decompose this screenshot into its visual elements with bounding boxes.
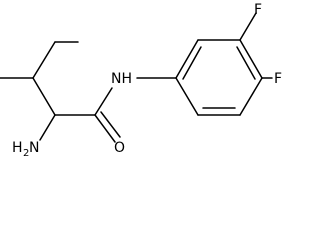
atom-n-label: N [29, 140, 39, 156]
ring-bond-1 [175, 39, 199, 79]
bond-calpha-nh2 [39, 114, 56, 141]
molecule-structure: NH F F O H 2 N [0, 2, 282, 158]
ring-bond-6 [175, 77, 199, 116]
bond-ethyl-ch2 [32, 41, 56, 79]
atom-h-subscript: 2 [23, 148, 29, 158]
ring-bond-1-inner [182, 46, 202, 80]
atom-o-label: O [114, 140, 125, 156]
atom-nh-label: NH [111, 71, 132, 87]
bond-carbonyl-o-2 [100, 111, 121, 138]
atom-f-top-label: F [254, 2, 262, 18]
ring-bond-4 [239, 77, 263, 116]
bond-c3-f [239, 12, 257, 41]
atom-f-right-label: F [274, 71, 282, 87]
bond-carbonyl-o-1 [94, 114, 116, 143]
bond-carbonyl-nh [94, 87, 113, 116]
bond-ch-calpha [32, 77, 56, 116]
ring-bond-3 [239, 39, 263, 79]
ring-bond-3-inner [236, 46, 256, 80]
atom-h-label: H [12, 140, 23, 156]
